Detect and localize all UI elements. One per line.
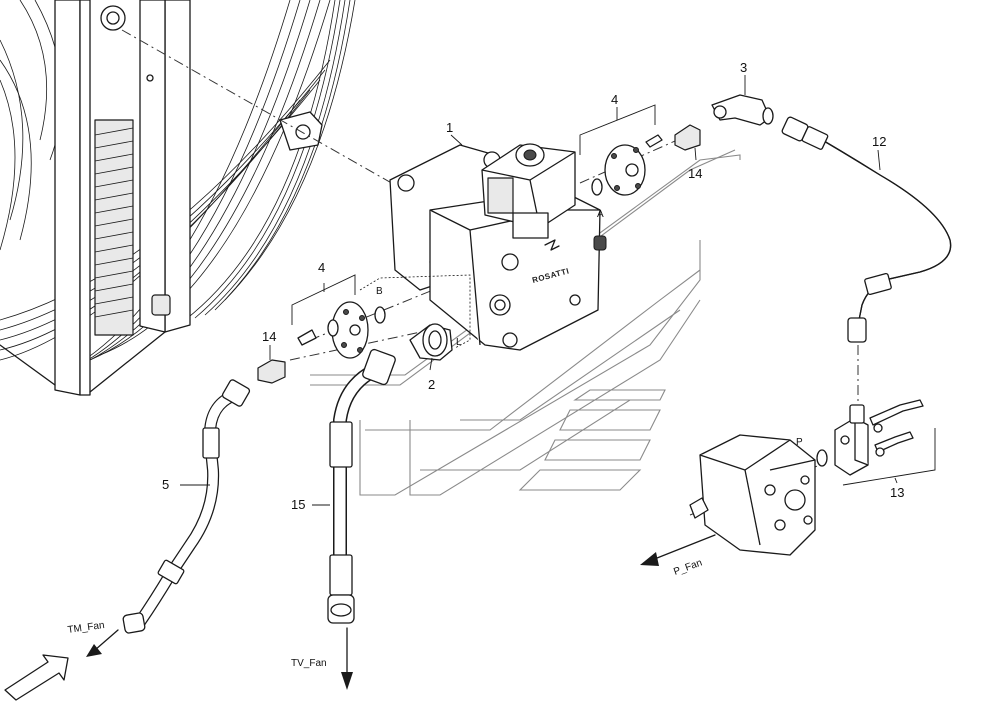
- elbow-fitting-icon: [711, 94, 774, 126]
- callout-4-left: 4: [318, 260, 325, 275]
- callout-3: 3: [740, 60, 747, 75]
- port-letters: A B L P: [376, 209, 803, 448]
- hydraulic-hose-icon: [781, 116, 952, 343]
- port-l: L: [456, 337, 462, 348]
- callout-14-top: 14: [688, 166, 702, 181]
- left-flange-assembly: [257, 301, 453, 384]
- hose-15: [327, 348, 396, 624]
- callout-2: 2: [428, 377, 435, 392]
- callout-14-left: 14: [262, 329, 276, 344]
- valve-block-icon: ROSATTI: [389, 144, 607, 351]
- gear-pump-icon: [689, 434, 816, 556]
- callout-5: 5: [162, 477, 169, 492]
- callout-13: 13: [890, 485, 904, 500]
- callout-numbers: 1 2 3 4 4 5 12 13 14 14 15: [162, 60, 904, 512]
- tm-fan-label: TM_Fan: [67, 620, 105, 636]
- callout-1: 1: [446, 120, 453, 135]
- hose-5: [122, 379, 251, 634]
- pump-adapter-13: [816, 399, 924, 476]
- port-b: B: [376, 286, 383, 297]
- port-a: A: [597, 209, 604, 220]
- callout-4-top: 4: [611, 92, 618, 107]
- port-p: P: [796, 437, 803, 448]
- flow-arrow-icon: [4, 534, 716, 701]
- leader-lines: [180, 75, 936, 506]
- flange-icon: [591, 124, 701, 196]
- p-fan-label: P_Fan: [672, 557, 703, 577]
- fan-radiator-icon: [0, 0, 356, 396]
- tv-fan-label: TV_Fan: [291, 658, 327, 669]
- callout-15: 15: [291, 497, 305, 512]
- solenoid-coil-icon: [481, 143, 576, 239]
- callout-12: 12: [872, 134, 886, 149]
